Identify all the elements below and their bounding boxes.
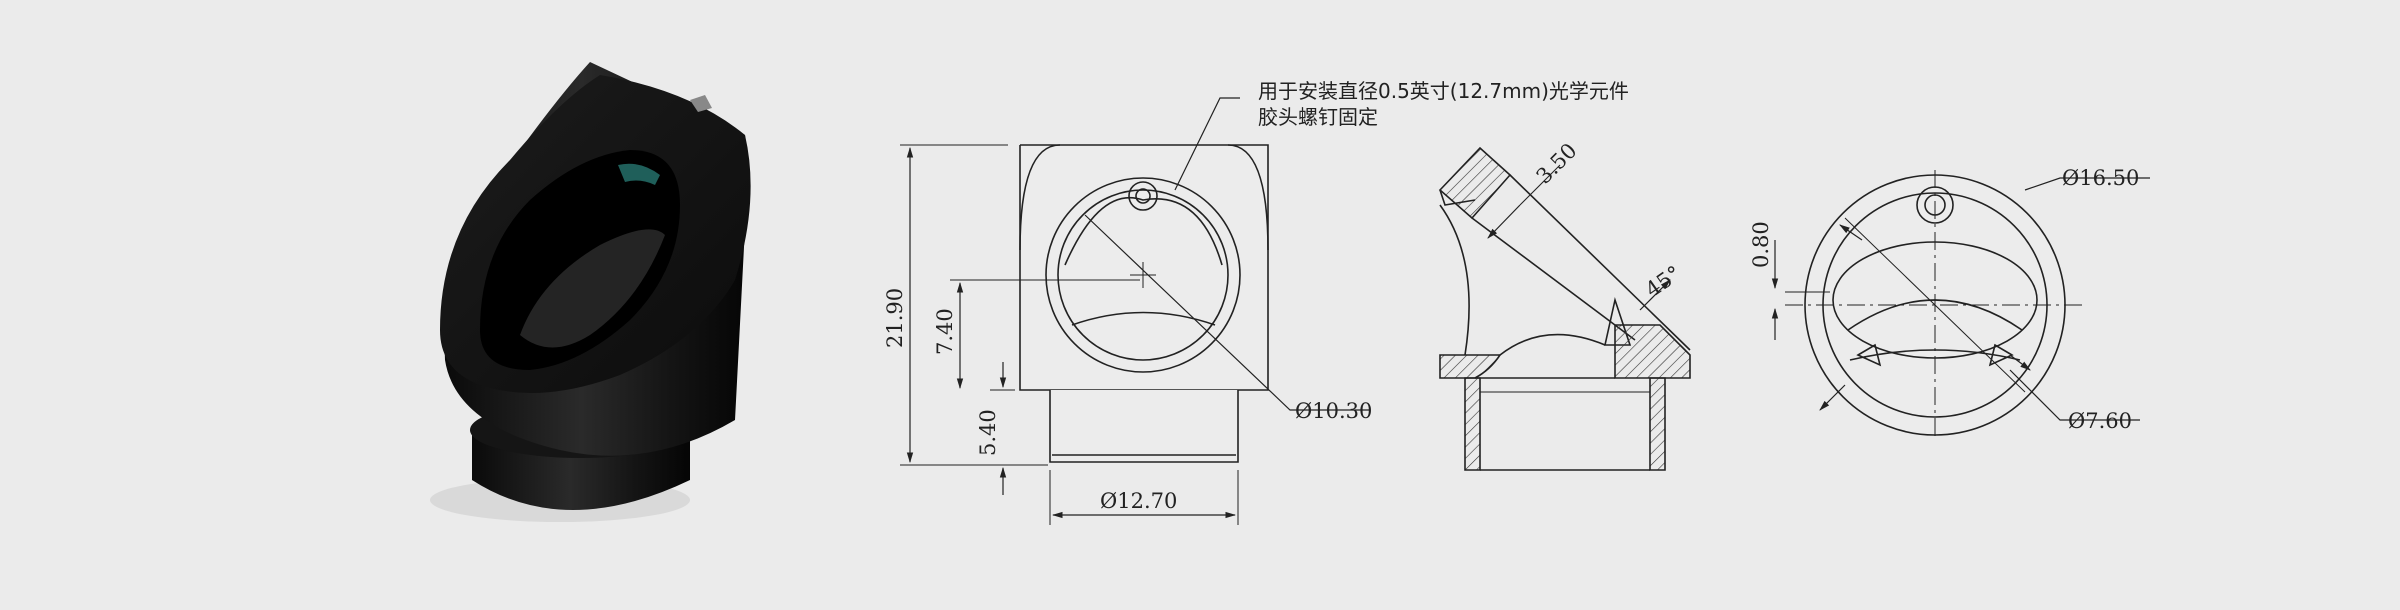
front-note-leader	[1174, 97, 1240, 191]
dim-section-depth: 3.50	[1532, 138, 1582, 188]
dim-base-diameter: Ø12.70	[1100, 489, 1177, 513]
dim-center-height: 7.40	[933, 308, 957, 355]
front-inner-lower	[1071, 311, 1216, 326]
top-wedge-right	[1988, 343, 2014, 367]
front-bore-inner	[1057, 189, 1229, 361]
section-view	[1438, 146, 1691, 471]
section-hatch-left-wing	[1439, 354, 1502, 379]
front-inner-lens	[1064, 196, 1223, 266]
dim-top-inner-diameter: Ø7.60	[2068, 409, 2132, 433]
section-bore-upper	[1471, 217, 1636, 341]
section-hatch-right-wall	[1649, 377, 1666, 471]
dim-angle-arc	[1639, 279, 1671, 311]
top-wedge-left	[1856, 343, 1882, 367]
front-rounded-top	[1019, 144, 1269, 251]
dim-section-angle: 45°	[1641, 261, 1685, 302]
section-bore-outer	[1509, 174, 1691, 351]
render-teal-screw	[618, 163, 660, 185]
dim-base-height: 5.40	[976, 409, 1000, 456]
top-outer-dia-leader	[2024, 177, 2150, 191]
front-screw-hole	[1128, 181, 1158, 211]
section-lens-curve	[1499, 333, 1606, 356]
front-bore-outer	[1045, 177, 1241, 373]
note-line-1: 用于安装直径0.5英寸(12.7mm)光学元件	[1258, 79, 1629, 103]
dim-bore-diameter: Ø10.30	[1295, 399, 1372, 423]
front-screw-hole-inner	[1135, 188, 1151, 204]
dim-depth-line	[1519, 164, 1561, 206]
section-hatch-right-wing	[1614, 324, 1691, 379]
top-outer-dia-line	[1844, 217, 2026, 393]
dim-top-outer-diameter: Ø16.50	[2062, 166, 2139, 190]
top-view	[1771, 170, 2150, 440]
section-hatch-top	[1438, 146, 1512, 220]
section-hatch-left-wall	[1464, 377, 1481, 471]
section-left-curve	[1439, 204, 1470, 356]
front-body-outline	[1019, 144, 1269, 391]
front-bore-leader	[1084, 214, 1370, 411]
render-screw-top	[690, 95, 712, 112]
note-line-2: 胶头螺钉固定	[1258, 105, 1378, 129]
top-outer-arrow-b	[2009, 354, 2031, 371]
front-view	[900, 97, 1370, 525]
section-top-edge	[1439, 189, 1476, 206]
dim-top-offset: 0.80	[1749, 221, 1773, 268]
render-bore-highlight	[520, 229, 665, 348]
dim-depth-arrow	[1487, 204, 1521, 239]
top-outer-arrow-a	[1839, 224, 1863, 241]
top-inner-dia-leader	[2009, 369, 2140, 421]
top-inner-arrow	[1819, 384, 1846, 411]
product-render	[430, 62, 751, 522]
dim-total-height: 21.90	[883, 288, 907, 348]
front-base	[1049, 390, 1239, 463]
